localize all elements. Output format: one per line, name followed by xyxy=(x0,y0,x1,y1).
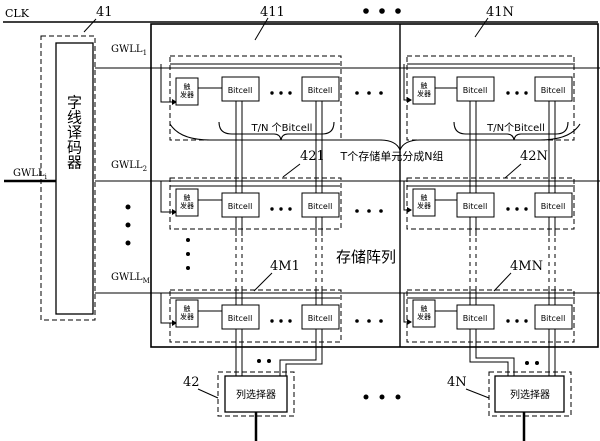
bitcell: Bitcell xyxy=(541,202,566,211)
bitcell: Bitcell xyxy=(541,86,566,95)
group-42N: 触发器 Bitcell Bitcell xyxy=(403,177,575,230)
group-ref-4M1: 4M1 xyxy=(270,259,300,274)
bitcell: Bitcell xyxy=(463,314,488,323)
column-selector-ref-42: 42 xyxy=(183,375,200,390)
bitcell: Bitcell xyxy=(308,86,333,95)
grouping-annotation: T个存储单元分成N组 xyxy=(340,149,444,163)
clock-line: CLK xyxy=(3,7,598,23)
bitcell: Bitcell xyxy=(308,202,333,211)
rowM-middle-ellipsis xyxy=(355,319,383,323)
bitcell: Bitcell xyxy=(308,314,333,323)
trigger-label: 触发器 xyxy=(180,82,194,99)
column-ellipsis xyxy=(257,359,539,365)
bitcell: Bitcell xyxy=(228,86,253,95)
decoder-label: 字线译码器 xyxy=(65,95,83,170)
array-label: 存储阵列 xyxy=(336,248,396,266)
column-selector-label: 列选择器 xyxy=(236,388,276,401)
group-size-annotation-1: T/N 个Bitcell xyxy=(251,122,313,134)
bitcell: Bitcell xyxy=(228,314,253,323)
group-ref-411: 411 xyxy=(260,5,285,20)
word-line-decoder: 字线译码器 xyxy=(40,35,96,321)
group-size-annotation-2: T/N个Bitcell xyxy=(486,122,545,134)
group-ref-421: 421 xyxy=(300,149,325,164)
bitcell: Bitcell xyxy=(463,86,488,95)
row-ellipsis-inner xyxy=(186,238,190,270)
column-selector-label: 列选择器 xyxy=(510,388,550,401)
group-ref-41N: 41N xyxy=(486,5,514,20)
column-selector-4N: 列选择器 xyxy=(488,371,572,441)
bottom-ellipsis xyxy=(363,394,401,400)
trigger-label: 触发器 xyxy=(180,193,194,210)
bitcell: Bitcell xyxy=(463,202,488,211)
top-ellipsis xyxy=(363,8,401,14)
group-411: 触发器 Bitcell Bitcell xyxy=(160,55,342,141)
clk-label: CLK xyxy=(5,7,30,20)
bit-lines xyxy=(235,101,556,376)
gwll-input-label: GWLLi xyxy=(13,168,48,181)
grouping-brace xyxy=(169,123,581,152)
trigger-label: 触发器 xyxy=(417,304,431,321)
row-ellipsis xyxy=(125,204,131,246)
gwll-label-2: GWLL2 xyxy=(111,160,147,173)
group-421: 触发器 Bitcell Bitcell xyxy=(160,177,342,230)
row2-middle-ellipsis xyxy=(355,209,383,213)
trigger-label: 触发器 xyxy=(417,193,431,210)
column-selector-42: 列选择器 xyxy=(217,371,295,441)
group-4MN: 触发器 Bitcell Bitcell xyxy=(403,289,575,343)
column-selector-ref-4N: 4N xyxy=(447,375,467,390)
trigger-label: 触发器 xyxy=(180,304,194,321)
gwll-label-m: GWLLM xyxy=(111,272,150,285)
group-ref-4MN: 4MN xyxy=(510,259,543,274)
gwll-label-1: GWLL1 xyxy=(111,44,147,57)
trigger-label: 触发器 xyxy=(417,81,431,98)
storage-array-frame xyxy=(150,23,599,348)
row1-middle-ellipsis xyxy=(355,91,383,95)
decoder-ref: 41 xyxy=(96,5,113,20)
group-4M1: 触发器 Bitcell Bitcell xyxy=(160,289,342,343)
bitcell: Bitcell xyxy=(541,314,566,323)
bitcell: Bitcell xyxy=(228,202,253,211)
group-ref-42N: 42N xyxy=(520,149,548,164)
